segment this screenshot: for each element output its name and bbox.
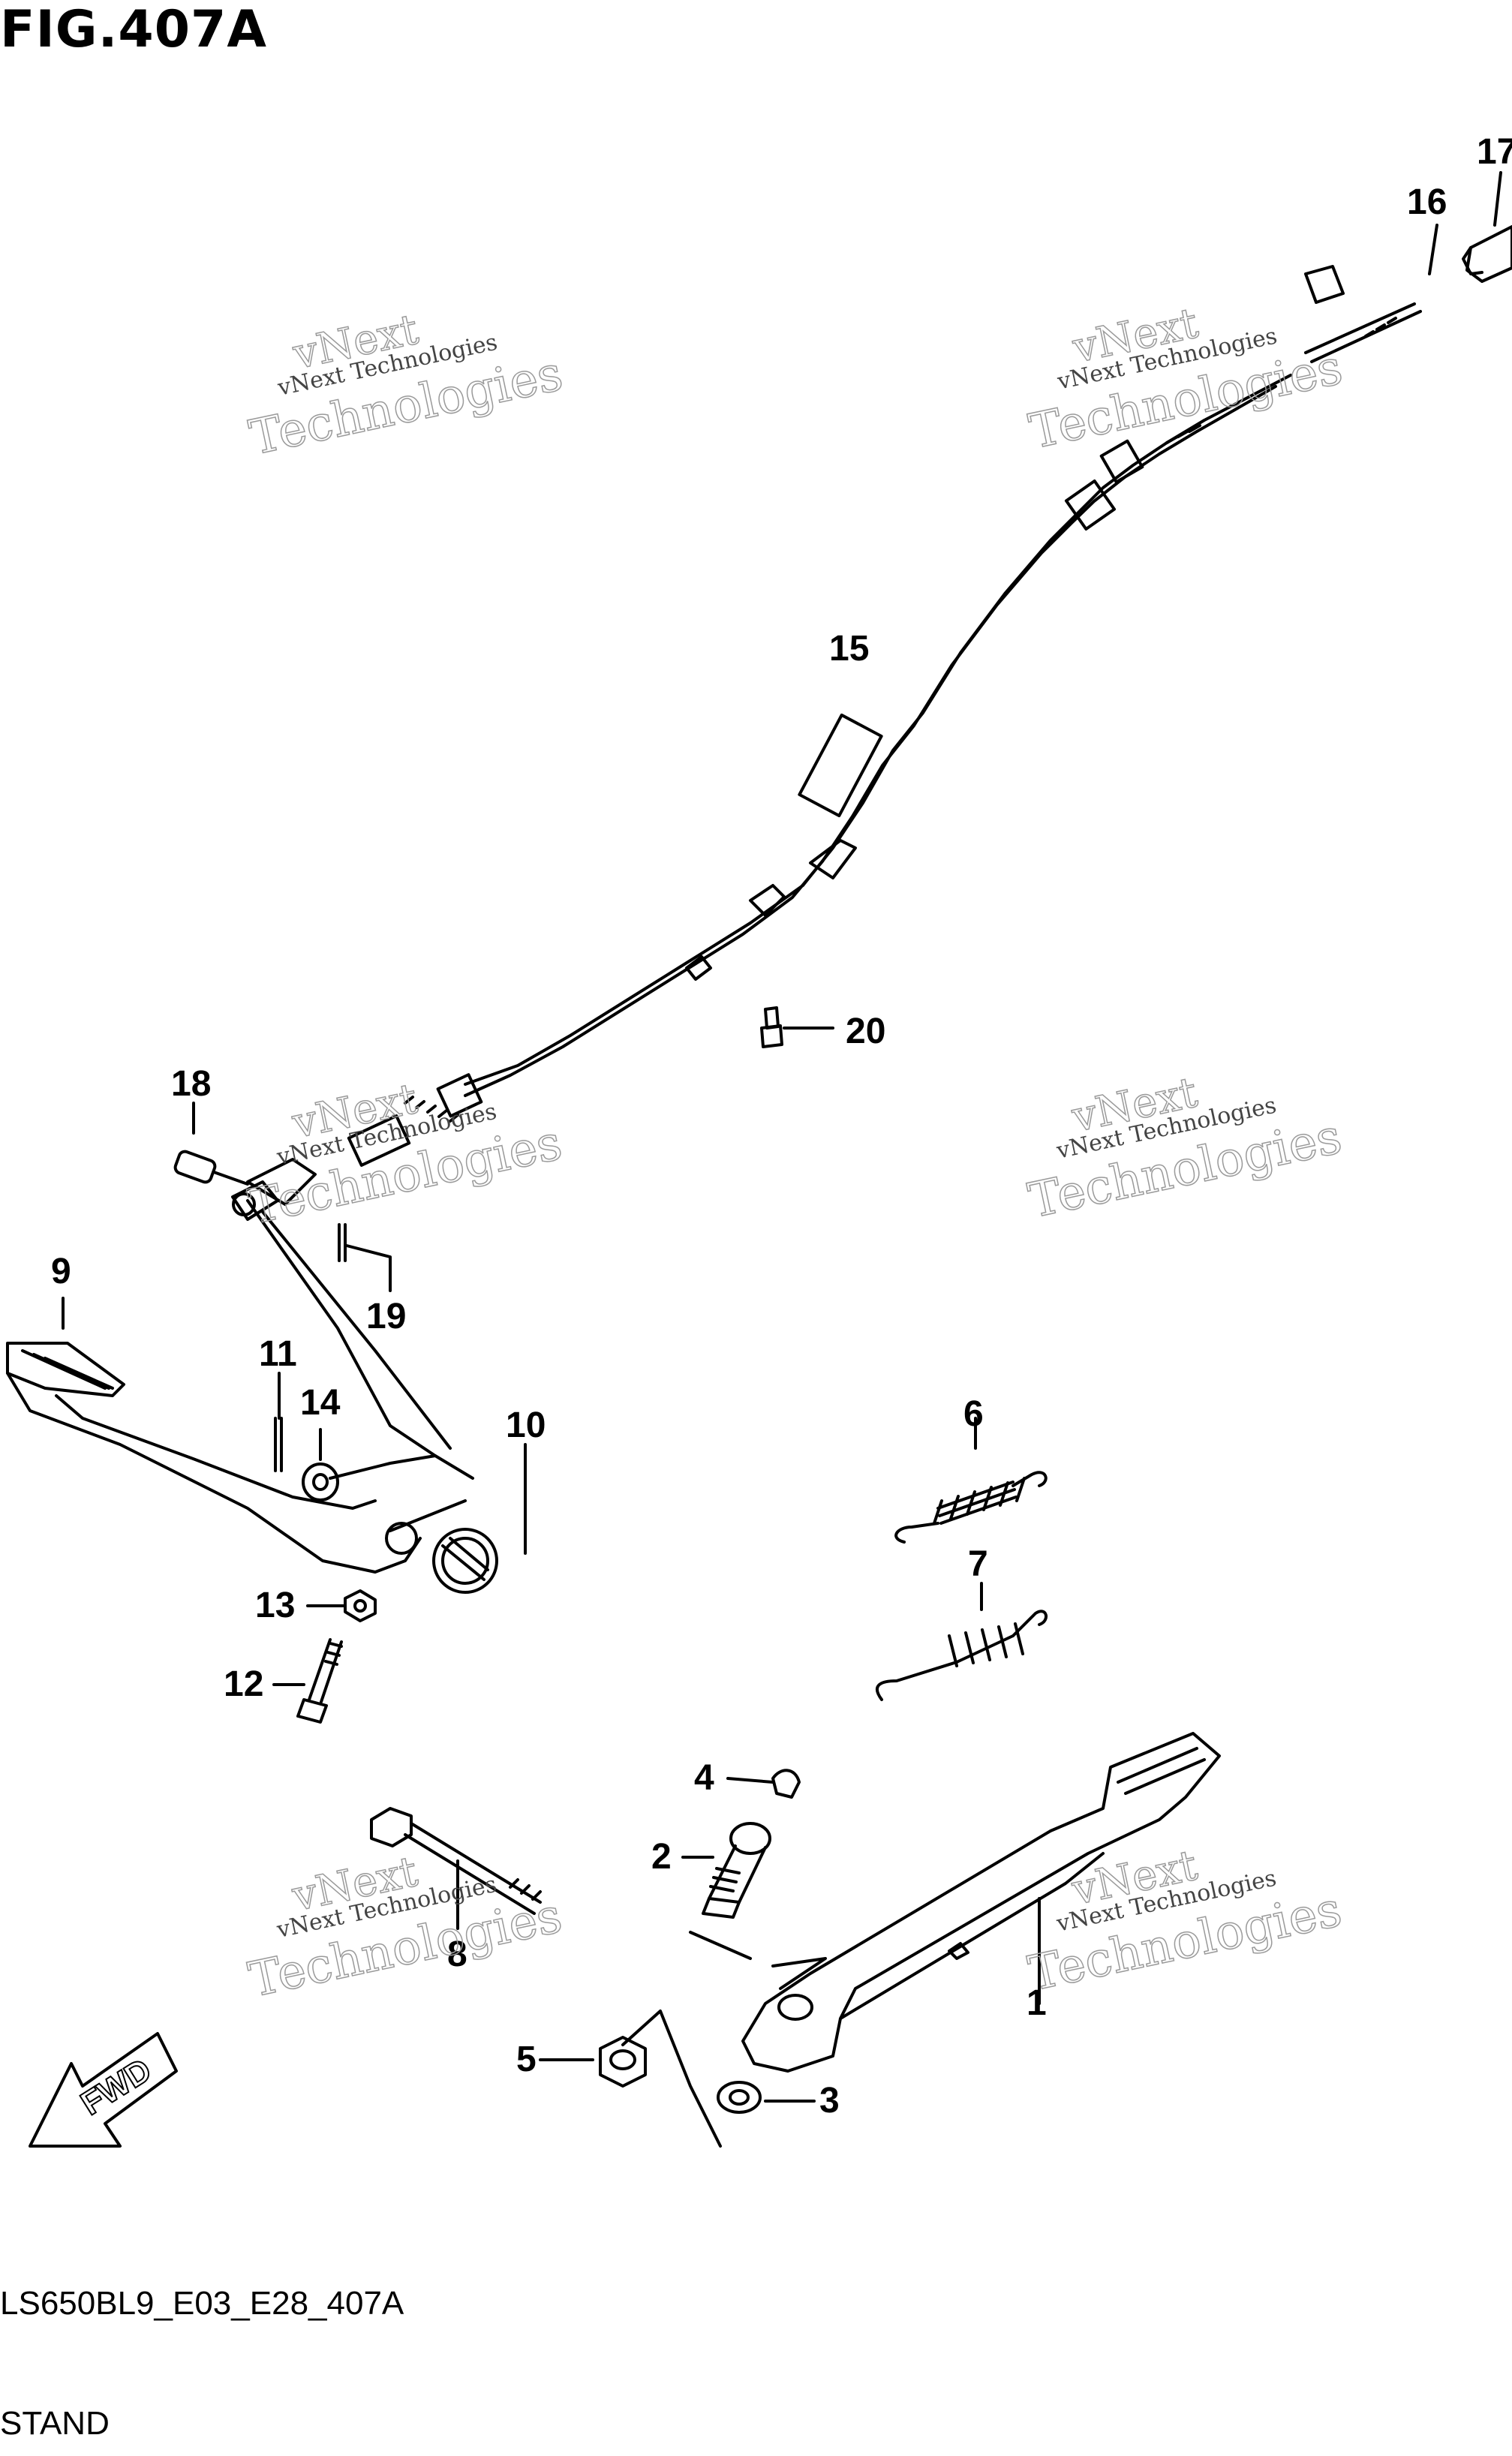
- callout-8: 8: [447, 1934, 467, 1974]
- callout-14: 14: [300, 1383, 341, 1423]
- forward-direction-arrow: FWD: [29, 2032, 178, 2148]
- callout-5: 5: [516, 2040, 537, 2079]
- watermark-bottom-left: vNext vNext Technologies Technologies: [244, 1847, 567, 2009]
- part-19-cotter-pin: [338, 1223, 392, 1292]
- watermark-bottom-right: vNext vNext Technologies Technologies: [1024, 1841, 1347, 2003]
- callout-6: 6: [963, 1394, 984, 1434]
- part-20-bolt: [760, 1006, 834, 1048]
- callout-7: 7: [968, 1544, 988, 1584]
- figure-title: FIG.407A: [0, 0, 267, 59]
- callout-15: 15: [829, 629, 869, 669]
- callout-4: 4: [694, 1758, 714, 1798]
- watermark-top-left: vNext vNext Technologies Technologies: [245, 305, 568, 467]
- part-11-pin: [274, 1372, 283, 1472]
- callout-3: 3: [819, 2081, 840, 2121]
- part-4-cap: [726, 1769, 801, 1799]
- callout-2: 2: [651, 1837, 672, 1877]
- part-7-spring: [875, 1582, 1048, 1701]
- callout-19: 19: [366, 1297, 406, 1336]
- callout-12: 12: [224, 1664, 263, 1704]
- part-14-washer: [302, 1428, 339, 1502]
- watermark-mid-right: vNext vNext Technologies Technologies: [1024, 1068, 1347, 1230]
- part-13-nut: [306, 1589, 377, 1622]
- callout-18: 18: [171, 1064, 211, 1104]
- part-16-cap: [1304, 265, 1422, 363]
- callout-labels: 1 2 3 4 5 6 7 8 9 10 11 12 13 14 15 16 1…: [51, 132, 1512, 2121]
- part-18-pin: [173, 1102, 249, 1186]
- part-5-nut: [539, 2010, 722, 2148]
- part-17-rod-end: [1428, 171, 1512, 283]
- watermark-mid-left: vNext vNext Technologies Technologies: [244, 1074, 567, 1236]
- callout-9: 9: [51, 1252, 71, 1291]
- part-12-bolt: [272, 1638, 343, 1724]
- callout-16: 16: [1407, 182, 1447, 222]
- part-2-bolt: [681, 1822, 827, 1990]
- part-1-side-stand: [741, 1732, 1221, 2073]
- callout-10: 10: [506, 1405, 546, 1445]
- part-8-bolt: [370, 1807, 542, 1930]
- part-9-brake-pedal: [6, 1199, 527, 1594]
- part-3-washer: [717, 2081, 816, 2114]
- part-6-spring: [894, 1417, 1048, 1544]
- callout-11: 11: [259, 1334, 297, 1374]
- callout-13: 13: [255, 1586, 295, 1625]
- diagram-name: STAND: [0, 2405, 110, 2442]
- watermark-top-right: vNext vNext Technologies Technologies: [1024, 298, 1348, 460]
- callout-1: 1: [1027, 1983, 1047, 2023]
- callout-17: 17: [1477, 132, 1512, 172]
- part-15-rear-brake-cable: [231, 374, 1292, 1221]
- callout-20: 20: [846, 1012, 885, 1051]
- diagram-code: LS650BL9_E03_E28_407A: [0, 2285, 404, 2322]
